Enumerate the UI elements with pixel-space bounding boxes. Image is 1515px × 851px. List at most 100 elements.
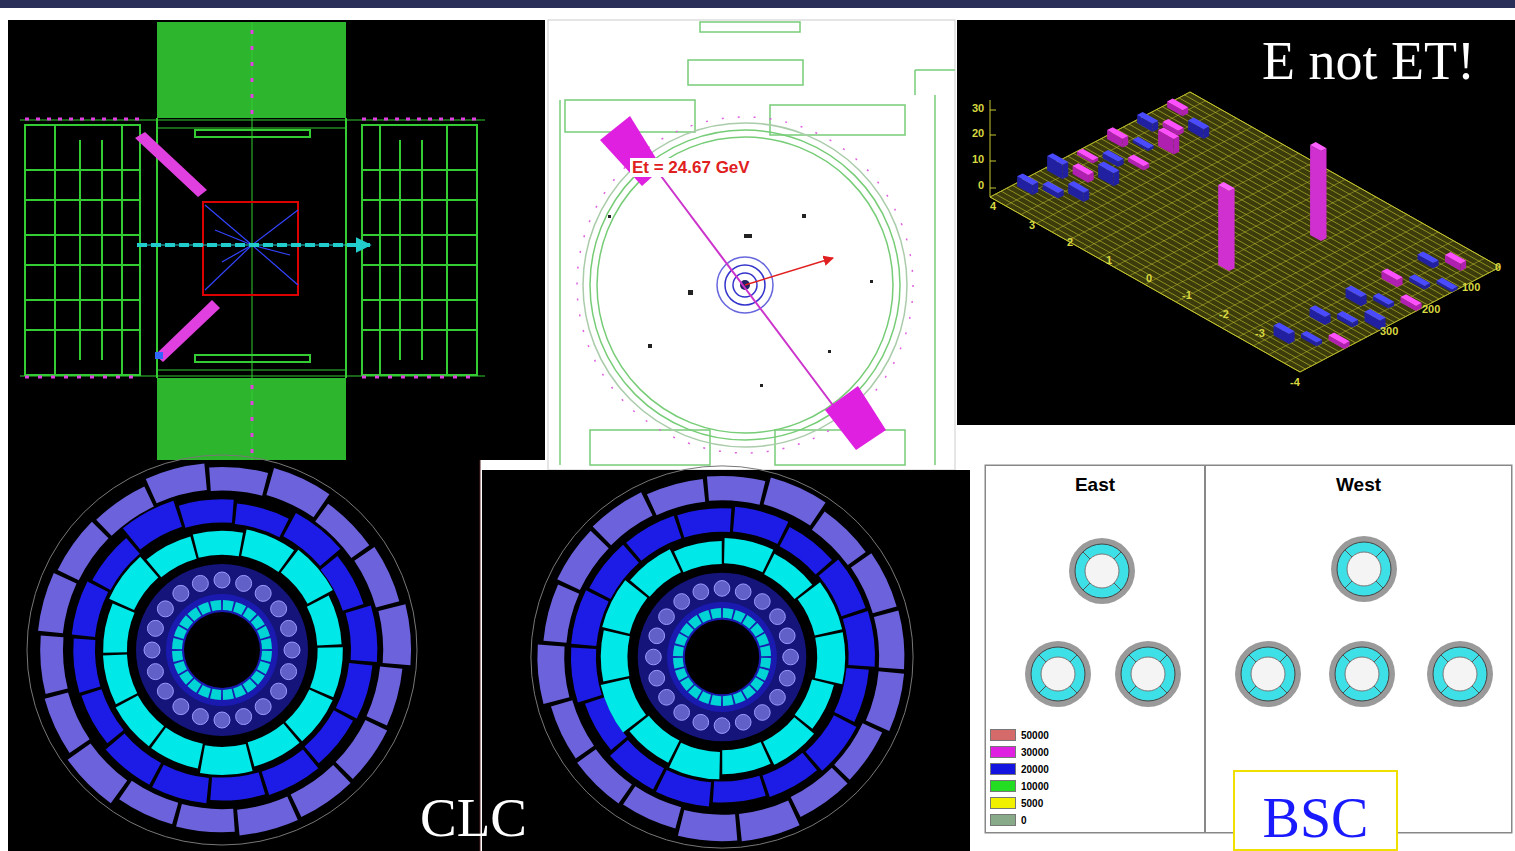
axis-tick: 4 [990,201,996,212]
lego-plot [1073,153,1383,328]
bsc-counters [1345,657,1379,691]
bsc-counters [1280,655,1287,662]
axis-tick: 200 [1422,304,1440,315]
lego-plot [1174,136,1180,154]
lego-plot [1134,121,1444,296]
ring-display [739,800,800,841]
ring-display [40,635,68,694]
lego-plot [1040,171,1350,346]
ring-display [750,623,764,637]
background [8,460,480,851]
side-view [446,125,448,375]
ring-display [233,685,246,698]
ring-display [874,610,904,669]
side-view [25,199,140,201]
ring-display [233,602,246,615]
bsc-counters [1335,647,1389,701]
axis-tick: -2 [1219,309,1229,320]
side-view [362,234,477,236]
side-view [137,243,370,247]
bsc-counters [1331,536,1397,602]
ring-display [27,455,417,845]
end-view [745,258,833,285]
ring-display [166,594,278,706]
lego-plot [1046,168,1356,343]
ring-display [531,466,913,848]
ring-display [174,661,187,674]
lego-plot [1373,293,1394,305]
ring-display [235,503,289,537]
lego-plot [1409,274,1430,286]
legend-swatch [990,746,1016,758]
lego-plot [990,92,1500,372]
bsc-counters [1376,550,1383,557]
lego-plot [1382,268,1403,280]
end-view [870,280,873,283]
ring-display [735,714,751,730]
ring-display [173,699,189,715]
energy-label: Et = 24.67 GeV [630,158,752,177]
lego-plot [1163,119,1184,131]
ring-display [307,596,342,646]
ring-display [72,582,108,637]
side-view [205,205,298,290]
ring-display [714,581,730,597]
ring-display [336,663,373,719]
ring-display [123,501,182,550]
ring-display [760,658,771,669]
bsc-counters [1041,657,1075,691]
ring-display [103,604,134,653]
ring-display [674,705,690,721]
axis-tick: 0 [1146,273,1152,284]
ring-display [241,530,294,572]
bsc-counters [1441,655,1448,662]
ring-display [281,550,333,604]
bsc-counters [1433,647,1487,701]
bsc-counters [1280,686,1287,693]
ring-display [714,718,730,734]
bsc-counters [1472,655,1479,662]
ring-display [770,689,786,705]
ring-display [677,508,731,537]
side-view [362,199,477,201]
axis-tick: 0 [1495,262,1501,273]
lego-plot [1103,150,1124,162]
end-view [914,70,916,95]
bsc-counters [1345,550,1352,557]
ring-display [742,685,756,699]
end-view [688,60,803,85]
ring-display [770,609,786,625]
ring-display [157,683,173,699]
ring-display [200,744,253,775]
ring-display [266,468,329,517]
ring-display [710,695,721,706]
ring-display [531,466,913,848]
bsc-counters [1114,583,1121,590]
side-view [121,125,123,375]
bsc-counters [1345,581,1352,588]
lego-plot [1445,252,1466,264]
side-view [155,352,163,359]
ring-display [193,531,243,558]
side-view [205,205,252,245]
end-view [648,344,652,348]
ring-display [754,594,770,610]
ring-display [601,630,630,681]
ring-display [147,664,163,680]
lego-plot [1073,163,1094,175]
side-view [399,140,401,360]
end-view [915,69,955,71]
side-view [195,130,310,137]
bsc-counters [1249,686,1256,693]
lego-plot [1001,191,1311,366]
end-view [828,350,831,353]
bsc-counters [1083,552,1090,559]
side-view [25,234,140,236]
node-heading: East [1075,474,1115,497]
bsc-counters [1241,647,1295,701]
lego-plot [1365,309,1386,321]
ring-display [674,594,690,610]
axis-tick: 3 [1029,220,1035,231]
lego-plot [1084,147,1394,322]
